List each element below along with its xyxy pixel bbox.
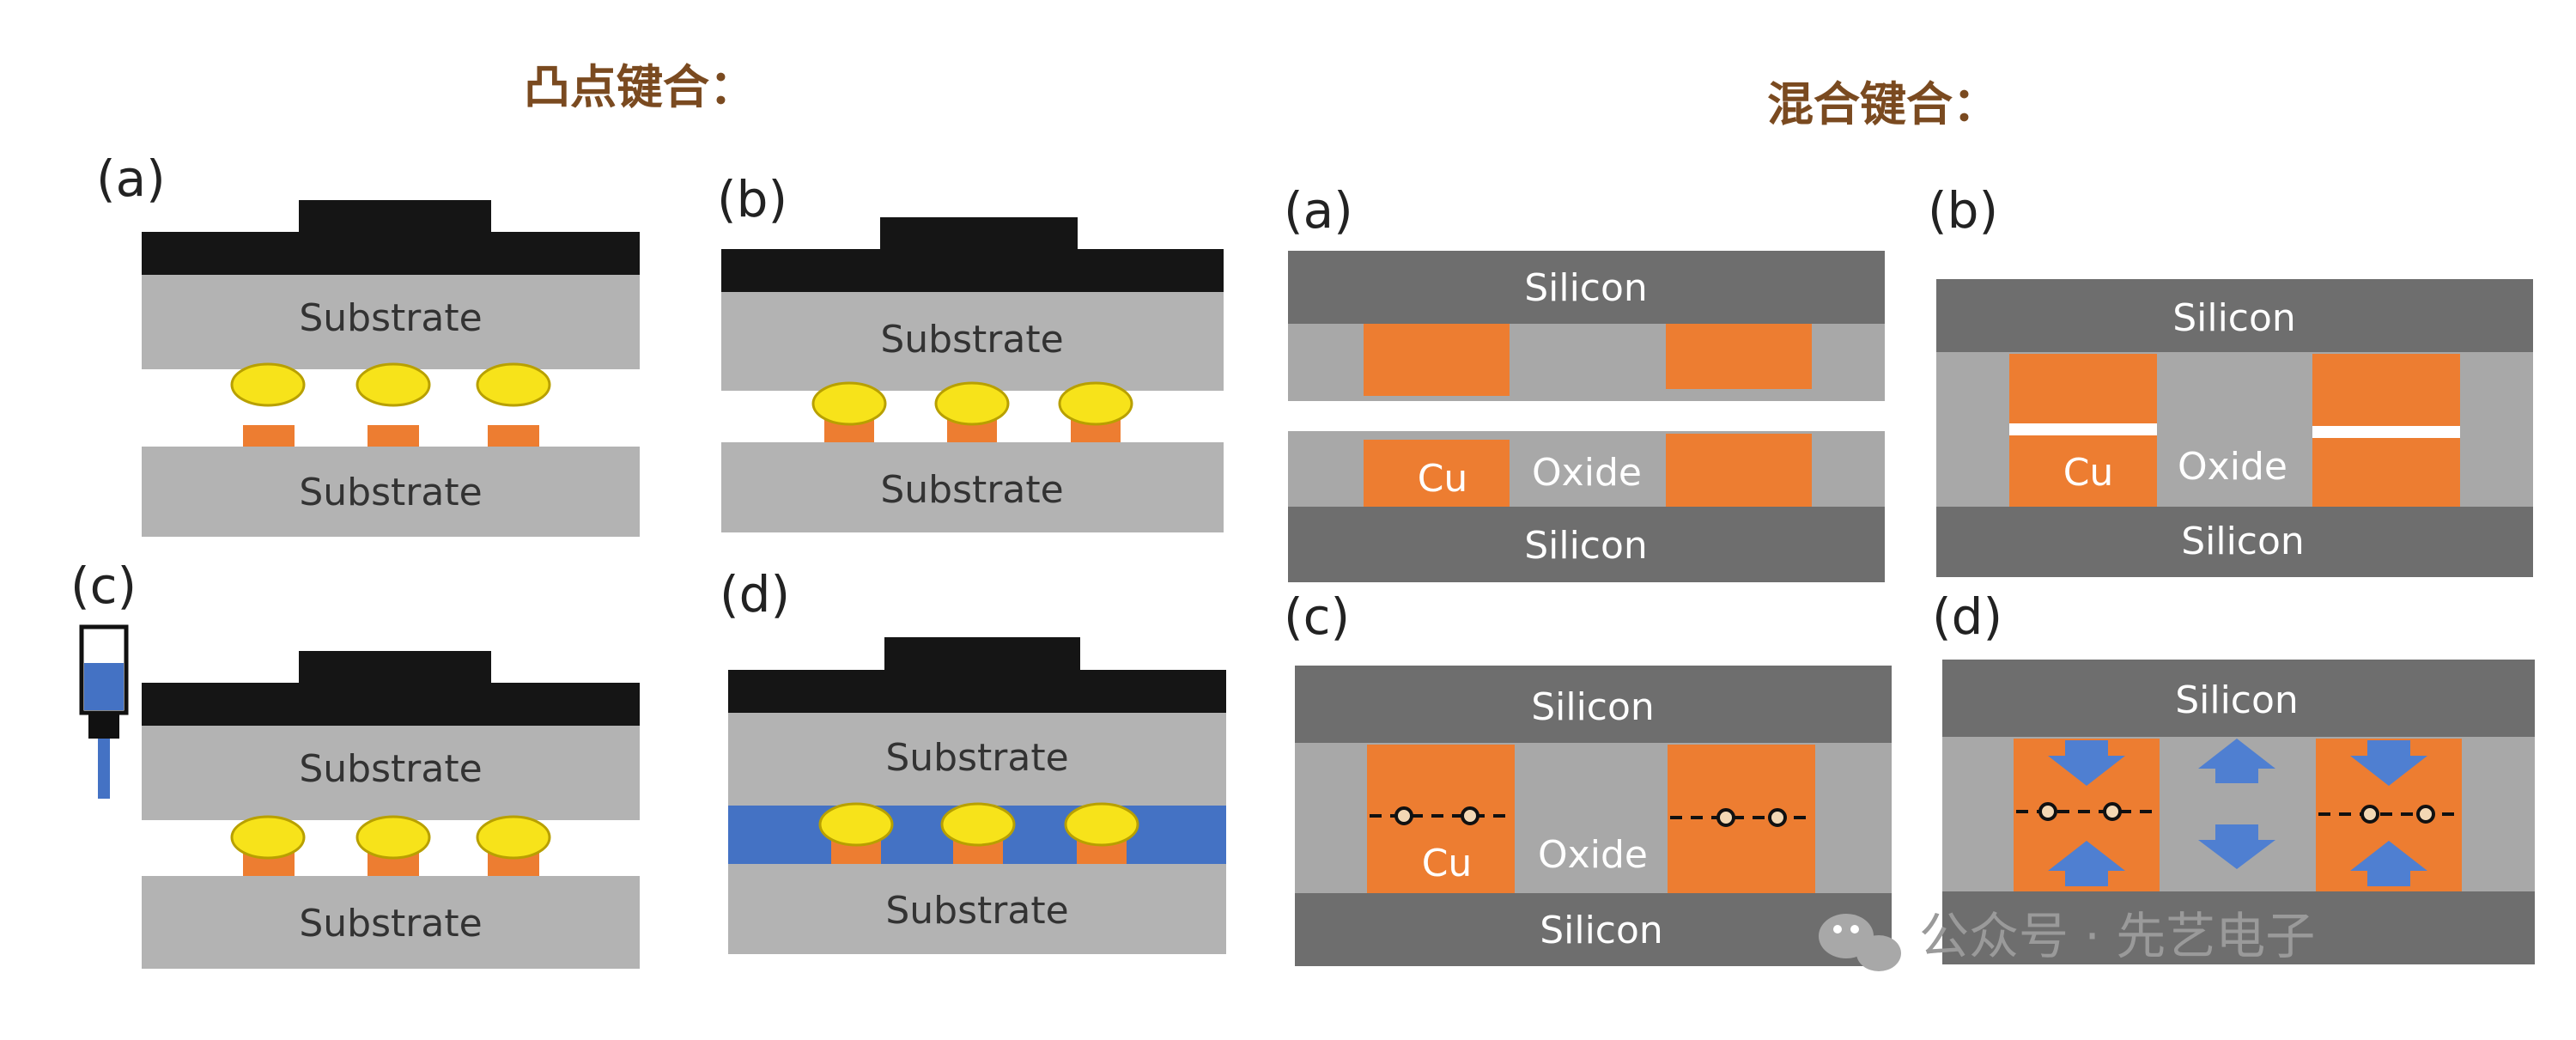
copper-pad — [368, 425, 419, 447]
void-gap — [2312, 426, 2460, 438]
solder-bump — [355, 815, 431, 860]
solder-bump — [230, 815, 306, 860]
substrate-label: Substrate — [885, 889, 1068, 933]
solder-bump — [934, 381, 1010, 426]
substrate-label: Substrate — [880, 468, 1063, 512]
bump-panel-d: (d) Substrate Substrate — [720, 565, 1226, 954]
watermark-text: 公众号 · 先艺电子 — [1919, 907, 2315, 965]
copper-pad — [1367, 745, 1515, 893]
die — [142, 683, 640, 726]
bottom-silicon — [1295, 893, 1892, 966]
bottom-silicon — [1942, 891, 2535, 964]
top-silicon — [1942, 660, 2535, 737]
cu-bond-dumbbell-icon — [1370, 806, 1812, 827]
panel-label: (b) — [1928, 181, 1998, 240]
bump-panel-a: (a) Substrate Substrate — [96, 149, 640, 537]
solder-bump — [818, 802, 894, 847]
substrate-label: Substrate — [299, 902, 482, 946]
substrate-label: Substrate — [299, 296, 482, 340]
cu-label: Cu — [1422, 842, 1473, 885]
underfill-dispenser-icon — [79, 624, 129, 799]
silicon-label: Silicon — [2175, 678, 2299, 722]
hybrid-panel-a: (a) Silicon Cu Oxide Silicon — [1284, 181, 1885, 582]
hybrid-bonding-title: 混合键合： — [1767, 77, 1999, 131]
panel-label: (a) — [96, 149, 166, 208]
solder-bump — [940, 802, 1016, 847]
copper-pad — [1666, 324, 1812, 389]
substrate-label: Substrate — [299, 747, 482, 791]
solder-bump — [1058, 381, 1133, 426]
bond-gap — [1288, 401, 1885, 431]
bump-panel-c: (c) Substrate Substrate — [70, 556, 640, 969]
bottom-substrate — [728, 864, 1226, 954]
top-substrate — [142, 726, 640, 820]
panel-label: (c) — [1284, 587, 1350, 646]
oxide-label: Oxide — [1532, 451, 1642, 495]
solder-bump — [1064, 802, 1139, 847]
copper-pad — [488, 425, 539, 447]
bottom-substrate — [142, 447, 640, 537]
top-silicon — [1936, 279, 2533, 352]
bump-bonding-title: 凸点键合： — [524, 60, 756, 114]
cu-label: Cu — [2063, 451, 2114, 495]
copper-pad — [1364, 324, 1510, 396]
watermark: 公众号 · 先艺电子 — [1819, 907, 2315, 971]
top-substrate — [728, 713, 1226, 806]
silicon-label: Silicon — [1524, 524, 1648, 568]
die-top — [884, 637, 1080, 672]
solder-bump — [476, 362, 551, 407]
solder-bump — [811, 381, 887, 426]
panel-label: (c) — [70, 556, 137, 615]
substrate-label: Substrate — [880, 318, 1063, 362]
hybrid-panel-b: (b) Silicon Cu Oxide Silicon — [1928, 181, 2533, 577]
diffusion-arrow-icon — [2048, 739, 2427, 886]
silicon-label: Silicon — [1524, 266, 1648, 310]
top-substrate — [142, 275, 640, 369]
top-substrate — [721, 292, 1224, 391]
die — [728, 670, 1226, 713]
silicon-label: Silicon — [1540, 909, 1663, 952]
bump-panel-b: (b) Substrate Substrate — [717, 170, 1224, 532]
panel-label: (a) — [1284, 181, 1353, 240]
oxide-label: Oxide — [2178, 445, 2287, 489]
top-silicon — [1295, 666, 1892, 743]
solder-bump — [230, 362, 306, 407]
solder-bump — [476, 815, 551, 860]
void-gap — [2009, 423, 2157, 435]
die — [721, 249, 1224, 292]
substrate-label: Substrate — [299, 471, 482, 514]
silicon-label: Silicon — [2181, 520, 2305, 563]
silicon-label: Silicon — [1531, 685, 1655, 729]
die-top — [299, 200, 491, 234]
bottom-substrate — [142, 876, 640, 969]
bottom-silicon — [1936, 507, 2533, 577]
panel-label: (b) — [717, 170, 787, 228]
silicon-label: Silicon — [2172, 296, 2296, 340]
die — [142, 232, 640, 275]
die-top — [880, 217, 1078, 252]
bottom-silicon — [1288, 507, 1885, 582]
die-top — [299, 651, 491, 685]
copper-pad — [1666, 434, 1812, 507]
panel-label: (d) — [1932, 587, 2002, 646]
top-silicon — [1288, 251, 1885, 324]
hybrid-panel-d: (d) Silicon — [1932, 587, 2535, 964]
panel-label: (d) — [720, 565, 790, 623]
copper-pad — [1364, 440, 1510, 507]
solder-bump — [355, 362, 431, 407]
cu-bond-dumbbell-icon — [2016, 802, 2460, 824]
copper-pad — [243, 425, 295, 447]
substrate-label: Substrate — [885, 736, 1068, 780]
oxide-label: Oxide — [1538, 833, 1648, 877]
wechat-icon — [1819, 914, 1901, 971]
cu-label: Cu — [1418, 457, 1468, 501]
bottom-substrate — [721, 442, 1224, 532]
hybrid-panel-c: (c) Silicon Cu Oxide Silicon — [1284, 587, 1892, 966]
